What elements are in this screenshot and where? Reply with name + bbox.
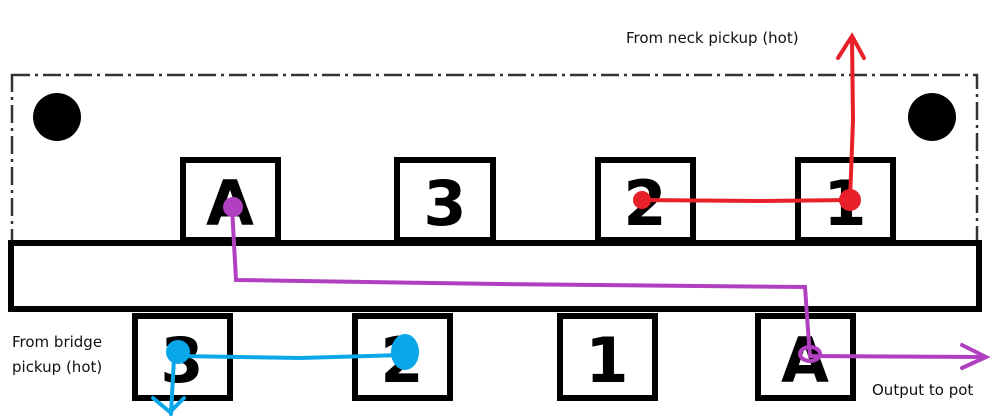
output-wire (223, 197, 991, 370)
bridge-wire (151, 334, 419, 416)
bridge-pickup-label-line1: From bridge (12, 333, 103, 351)
mounting-hole-left (33, 93, 81, 141)
bottom-terminal: 1 (557, 313, 658, 401)
terminal-label: 3 (423, 167, 466, 240)
terminal-label: 1 (585, 324, 628, 397)
output-label: Output to pot (872, 381, 974, 399)
mounting-hole-right (908, 93, 956, 141)
switch-bar (8, 240, 982, 312)
bridge-pickup-label-line2: pickup (hot) (12, 358, 103, 376)
top-terminals: A 3 2 1 (180, 157, 896, 243)
top-terminal: 3 (394, 157, 496, 243)
neck-pickup-label: From neck pickup (hot) (626, 29, 799, 47)
neck-wire (633, 32, 866, 211)
